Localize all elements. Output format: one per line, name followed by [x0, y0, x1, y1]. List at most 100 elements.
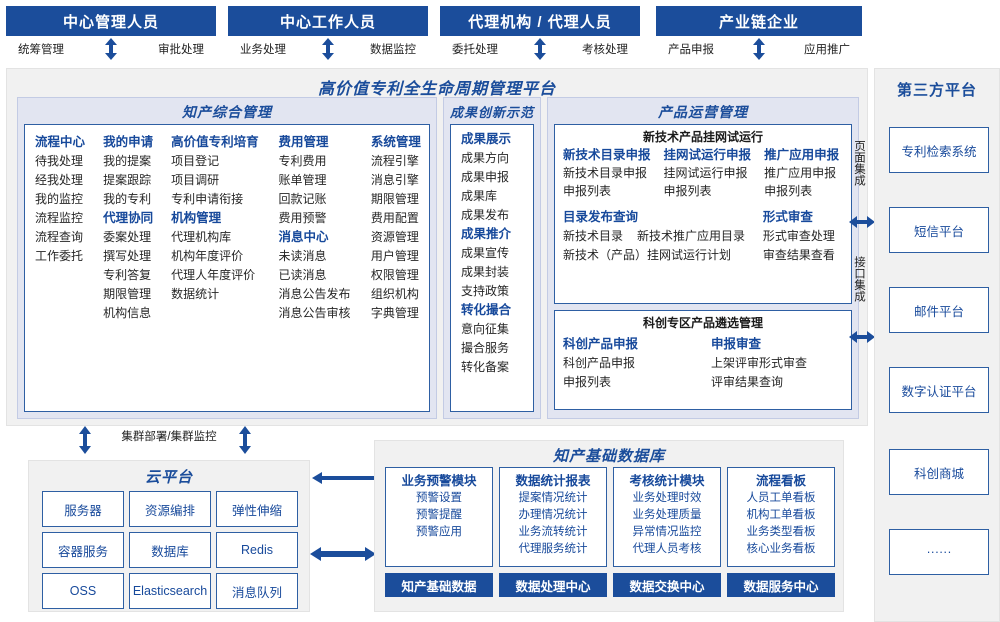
cloud-cell-3[interactable]: 容器服务 — [42, 532, 124, 568]
chengguo-item-0-1[interactable]: 成果申报 — [461, 170, 510, 184]
zhichan-head-3-0[interactable]: 费用管理 — [278, 135, 329, 149]
zhichan-item-3-0-2[interactable]: 回款记账 — [278, 192, 327, 206]
thirdparty-item-0[interactable]: 专利检索系统 — [889, 127, 989, 173]
chanpin-head-0-2[interactable]: 推广应用申报 — [764, 148, 840, 162]
actor-title-0[interactable]: 中心管理人员 — [6, 6, 216, 36]
chanpin-item-1-0-1[interactable]: 申报列表 — [563, 375, 612, 389]
zhichan-head-1-0[interactable]: 我的申请 — [103, 135, 154, 149]
zhichan-item-0-0-0[interactable]: 待我处理 — [35, 154, 84, 168]
zhichan-head-2-0[interactable]: 高价值专利培育 — [171, 135, 259, 149]
chanpin-catalog-item-2[interactable]: 新技术（产品）挂网试运行计划 — [563, 248, 732, 262]
chengguo-item-2-1[interactable]: 撮合服务 — [461, 341, 510, 355]
zhichan-item-2-1-3[interactable]: 数据统计 — [171, 287, 220, 301]
chanpin-head-0-0[interactable]: 新技术目录申报 — [563, 148, 651, 162]
zhichan-item-1-1-2[interactable]: 专利答复 — [103, 268, 152, 282]
database-card-item-3-3[interactable]: 核心业务看板 — [746, 543, 816, 555]
zhichan-item-4-0-7[interactable]: 组织机构 — [370, 287, 419, 301]
chanpin-item-0-1-0[interactable]: 挂网试运行申报 — [663, 166, 748, 180]
chanpin-head-1-0[interactable]: 科创产品申报 — [563, 337, 639, 351]
zhichan-item-0-0-5[interactable]: 工作委托 — [35, 249, 84, 263]
cloud-cell-0[interactable]: 服务器 — [42, 491, 124, 527]
actor-title-3[interactable]: 产业链企业 — [656, 6, 862, 36]
zhichan-item-2-1-0[interactable]: 代理机构库 — [171, 230, 232, 244]
zhichan-item-1-0-2[interactable]: 我的专利 — [103, 192, 152, 206]
chengguo-item-1-0[interactable]: 成果宣传 — [461, 246, 510, 260]
database-card-head-3[interactable]: 流程看板 — [755, 474, 806, 488]
thirdparty-item-5[interactable]: ······ — [889, 529, 989, 575]
thirdparty-item-3[interactable]: 数字认证平台 — [889, 367, 989, 413]
actor-title-1[interactable]: 中心工作人员 — [228, 6, 428, 36]
zhichan-item-1-1-0[interactable]: 委案处理 — [103, 230, 152, 244]
chanpin-item-0-0-0[interactable]: 新技术目录申报 — [563, 166, 648, 180]
chanpin-head-1-1[interactable]: 申报审查 — [711, 337, 762, 351]
cloud-cell-7[interactable]: Elasticsearch — [129, 573, 211, 609]
thirdparty-item-4[interactable]: 科创商城 — [889, 449, 989, 495]
database-card-item-0-1[interactable]: 预警提醒 — [416, 509, 462, 521]
chanpin-item-1-1-1[interactable]: 评审结果查询 — [711, 375, 784, 389]
database-footer-2[interactable]: 数据交换中心 — [613, 573, 721, 597]
chanpin-item-0-2-1[interactable]: 申报列表 — [764, 184, 813, 198]
zhichan-head-1-1[interactable]: 代理协同 — [103, 211, 154, 225]
cloud-cell-8[interactable]: 消息队列 — [216, 573, 298, 609]
chanpin-review-item-0[interactable]: 形式审查处理 — [762, 229, 835, 243]
chanpin-review-head[interactable]: 形式审查 — [762, 210, 813, 224]
zhichan-item-1-1-4[interactable]: 机构信息 — [103, 306, 152, 320]
database-card-item-0-2[interactable]: 预警应用 — [416, 526, 462, 538]
chengguo-item-0-0[interactable]: 成果方向 — [461, 151, 510, 165]
chengguo-head-0[interactable]: 成果展示 — [461, 132, 512, 146]
thirdparty-item-1[interactable]: 短信平台 — [889, 207, 989, 253]
zhichan-item-3-0-1[interactable]: 账单管理 — [278, 173, 327, 187]
zhichan-item-3-1-2[interactable]: 消息公告发布 — [278, 287, 351, 301]
database-card-item-2-2[interactable]: 异常情况监控 — [632, 526, 702, 538]
database-card-head-1[interactable]: 数据统计报表 — [515, 474, 591, 488]
chengguo-item-1-2[interactable]: 支持政策 — [461, 284, 510, 298]
cloud-cell-2[interactable]: 弹性伸缩 — [216, 491, 298, 527]
zhichan-item-3-0-0[interactable]: 专利费用 — [278, 154, 327, 168]
database-card-item-1-1[interactable]: 办理情况统计 — [518, 509, 588, 521]
chanpin-catalog-item-1[interactable]: 新技术推广应用目录 — [637, 229, 746, 243]
zhichan-head-2-1[interactable]: 机构管理 — [171, 211, 222, 225]
database-card-head-2[interactable]: 考核统计模块 — [629, 474, 705, 488]
zhichan-item-3-0-3[interactable]: 费用预警 — [278, 211, 327, 225]
zhichan-item-3-1-3[interactable]: 消息公告审核 — [278, 306, 351, 320]
zhichan-item-3-1-1[interactable]: 已读消息 — [278, 268, 327, 282]
database-footer-0[interactable]: 知产基础数据 — [385, 573, 493, 597]
thirdparty-item-2[interactable]: 邮件平台 — [889, 287, 989, 333]
zhichan-item-1-0-1[interactable]: 提案跟踪 — [103, 173, 152, 187]
database-card-item-1-2[interactable]: 业务流转统计 — [518, 526, 588, 538]
chanpin-item-0-0-1[interactable]: 申报列表 — [563, 184, 612, 198]
chengguo-item-0-3[interactable]: 成果发布 — [461, 208, 510, 222]
chanpin-catalog-item-0[interactable]: 新技术目录 — [563, 229, 624, 243]
database-card-item-1-3[interactable]: 代理服务统计 — [518, 543, 588, 555]
zhichan-item-2-0-0[interactable]: 项目登记 — [171, 154, 220, 168]
database-footer-1[interactable]: 数据处理中心 — [499, 573, 607, 597]
zhichan-head-0-0[interactable]: 流程中心 — [35, 135, 86, 149]
database-card-head-0[interactable]: 业务预警模块 — [401, 474, 477, 488]
cloud-cell-1[interactable]: 资源编排 — [129, 491, 211, 527]
chengguo-item-1-1[interactable]: 成果封装 — [461, 265, 510, 279]
chanpin-item-0-2-0[interactable]: 推广应用申报 — [764, 166, 837, 180]
zhichan-item-0-0-3[interactable]: 流程监控 — [35, 211, 84, 225]
database-footer-3[interactable]: 数据服务中心 — [727, 573, 835, 597]
chanpin-head-0-1[interactable]: 挂网试运行申报 — [663, 148, 752, 162]
zhichan-item-0-0-4[interactable]: 流程查询 — [35, 230, 84, 244]
chengguo-head-1[interactable]: 成果推介 — [461, 227, 512, 241]
chanpin-review-item-1[interactable]: 审查结果查看 — [762, 248, 835, 262]
zhichan-item-3-1-0[interactable]: 未读消息 — [278, 249, 327, 263]
actor-title-2[interactable]: 代理机构 / 代理人员 — [440, 6, 640, 36]
database-card-item-3-2[interactable]: 业务类型看板 — [746, 526, 816, 538]
chanpin-item-0-1-1[interactable]: 申报列表 — [663, 184, 712, 198]
database-card-item-0-0[interactable]: 预警设置 — [416, 492, 462, 504]
database-card-item-3-1[interactable]: 机构工单看板 — [746, 509, 816, 521]
zhichan-item-2-0-2[interactable]: 专利申请衔接 — [171, 192, 244, 206]
zhichan-item-0-0-2[interactable]: 我的监控 — [35, 192, 84, 206]
zhichan-item-1-0-0[interactable]: 我的提案 — [103, 154, 152, 168]
chanpin-item-1-1-0[interactable]: 上架评审形式审查 — [711, 356, 808, 370]
zhichan-item-4-0-6[interactable]: 权限管理 — [370, 268, 419, 282]
database-card-item-2-1[interactable]: 业务处理质量 — [632, 509, 702, 521]
zhichan-item-0-0-1[interactable]: 经我处理 — [35, 173, 84, 187]
zhichan-item-4-0-5[interactable]: 用户管理 — [370, 249, 419, 263]
database-card-item-2-0[interactable]: 业务处理时效 — [632, 492, 702, 504]
zhichan-head-3-1[interactable]: 消息中心 — [278, 230, 329, 244]
zhichan-item-4-0-3[interactable]: 费用配置 — [370, 211, 419, 225]
